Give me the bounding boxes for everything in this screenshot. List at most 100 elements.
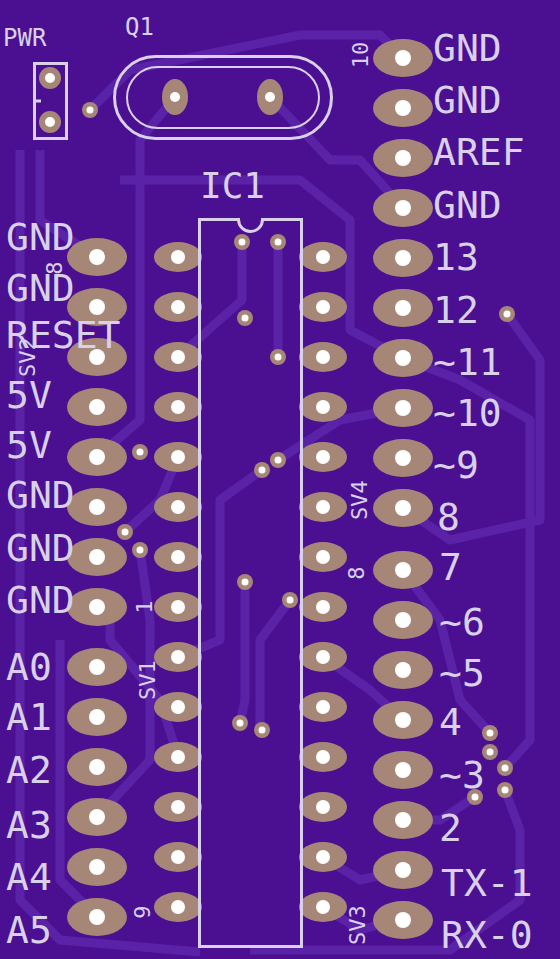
via-hole	[275, 239, 282, 246]
pin-name: 5V	[6, 376, 52, 414]
via-hole	[237, 720, 244, 727]
pin-name: GND	[6, 218, 75, 256]
pad	[67, 898, 127, 936]
via-hole	[137, 449, 144, 456]
pin-name: ~5	[439, 654, 485, 692]
pad	[299, 792, 347, 822]
via-hole	[275, 354, 282, 361]
drill-hole	[45, 73, 55, 83]
power-header: PWR	[33, 62, 68, 140]
drill-hole	[171, 800, 185, 814]
pad	[299, 842, 347, 872]
drill-hole	[171, 400, 185, 414]
drill-hole	[171, 450, 185, 464]
drill-hole	[171, 600, 185, 614]
drill-hole	[89, 499, 105, 515]
via	[499, 306, 515, 322]
pad	[67, 748, 127, 786]
pad	[154, 792, 202, 822]
pad	[299, 892, 347, 922]
pin-name: ~9	[433, 446, 479, 484]
pin-number: 1	[134, 600, 156, 613]
drill-hole	[89, 249, 105, 265]
via-hole	[487, 730, 494, 737]
via	[270, 452, 286, 468]
pad	[154, 342, 202, 372]
drill-hole	[316, 850, 330, 864]
pin-name: A4	[6, 858, 52, 896]
drill-hole	[171, 350, 185, 364]
pin-name: A1	[6, 698, 52, 736]
pad	[373, 289, 433, 327]
via-hole	[502, 787, 509, 794]
pad	[67, 538, 127, 576]
via	[232, 715, 248, 731]
pin-number: 10	[350, 42, 372, 69]
part-name: SV4	[349, 480, 371, 520]
pin-name: 2	[439, 809, 462, 847]
pad	[67, 848, 127, 886]
drill-hole	[171, 550, 185, 564]
pad	[67, 388, 127, 426]
drill-hole	[89, 759, 105, 775]
via	[270, 234, 286, 250]
pad	[257, 79, 283, 115]
pin-name: TX-1	[441, 864, 533, 902]
pin-name: GND	[6, 476, 75, 514]
pin-number: 9	[132, 905, 154, 918]
part-name: IC1	[200, 168, 265, 204]
pin-name: A5	[6, 911, 52, 949]
pin-name: ~10	[433, 394, 502, 432]
drill-hole	[316, 350, 330, 364]
drill-hole	[316, 800, 330, 814]
pad	[373, 489, 433, 527]
ic-outline: IC1	[198, 218, 303, 948]
dip-outline	[200, 220, 302, 947]
drill-hole	[395, 300, 411, 316]
pad	[154, 292, 202, 322]
pin-name: GND	[6, 529, 75, 567]
pads	[39, 39, 515, 939]
via-hole	[502, 765, 509, 772]
drill-hole	[395, 912, 411, 928]
drill-hole	[89, 449, 105, 465]
via	[237, 310, 253, 326]
pad	[154, 492, 202, 522]
drill-hole	[171, 750, 185, 764]
via-hole	[287, 597, 294, 604]
pad	[67, 588, 127, 626]
pad	[373, 751, 433, 789]
pad	[299, 242, 347, 272]
pin-name: ~11	[433, 343, 502, 381]
via-hole	[137, 547, 144, 554]
pad	[154, 392, 202, 422]
via	[117, 524, 133, 540]
via-hole	[259, 727, 266, 734]
drill-hole	[316, 650, 330, 664]
drill-hole	[395, 150, 411, 166]
drill-hole	[395, 500, 411, 516]
via	[270, 349, 286, 365]
pad	[373, 851, 433, 889]
drill-hole	[171, 250, 185, 264]
pin-name: 5V	[6, 426, 52, 464]
drill-hole	[316, 700, 330, 714]
drill-hole	[265, 92, 275, 102]
pad	[154, 892, 202, 922]
pin-number: 8	[346, 566, 368, 579]
via	[237, 574, 253, 590]
drill-hole	[171, 300, 185, 314]
drill-hole	[395, 712, 411, 728]
pad	[154, 742, 202, 772]
via	[82, 102, 98, 118]
pin-name: GND	[433, 186, 502, 224]
pin-name: A3	[6, 806, 52, 844]
drill-hole	[395, 812, 411, 828]
drill-hole	[395, 50, 411, 66]
part-name: SV1	[137, 660, 159, 700]
pad	[299, 492, 347, 522]
drill-hole	[316, 550, 330, 564]
crystal-inner	[127, 67, 319, 128]
drill-hole	[395, 200, 411, 216]
pad	[299, 592, 347, 622]
